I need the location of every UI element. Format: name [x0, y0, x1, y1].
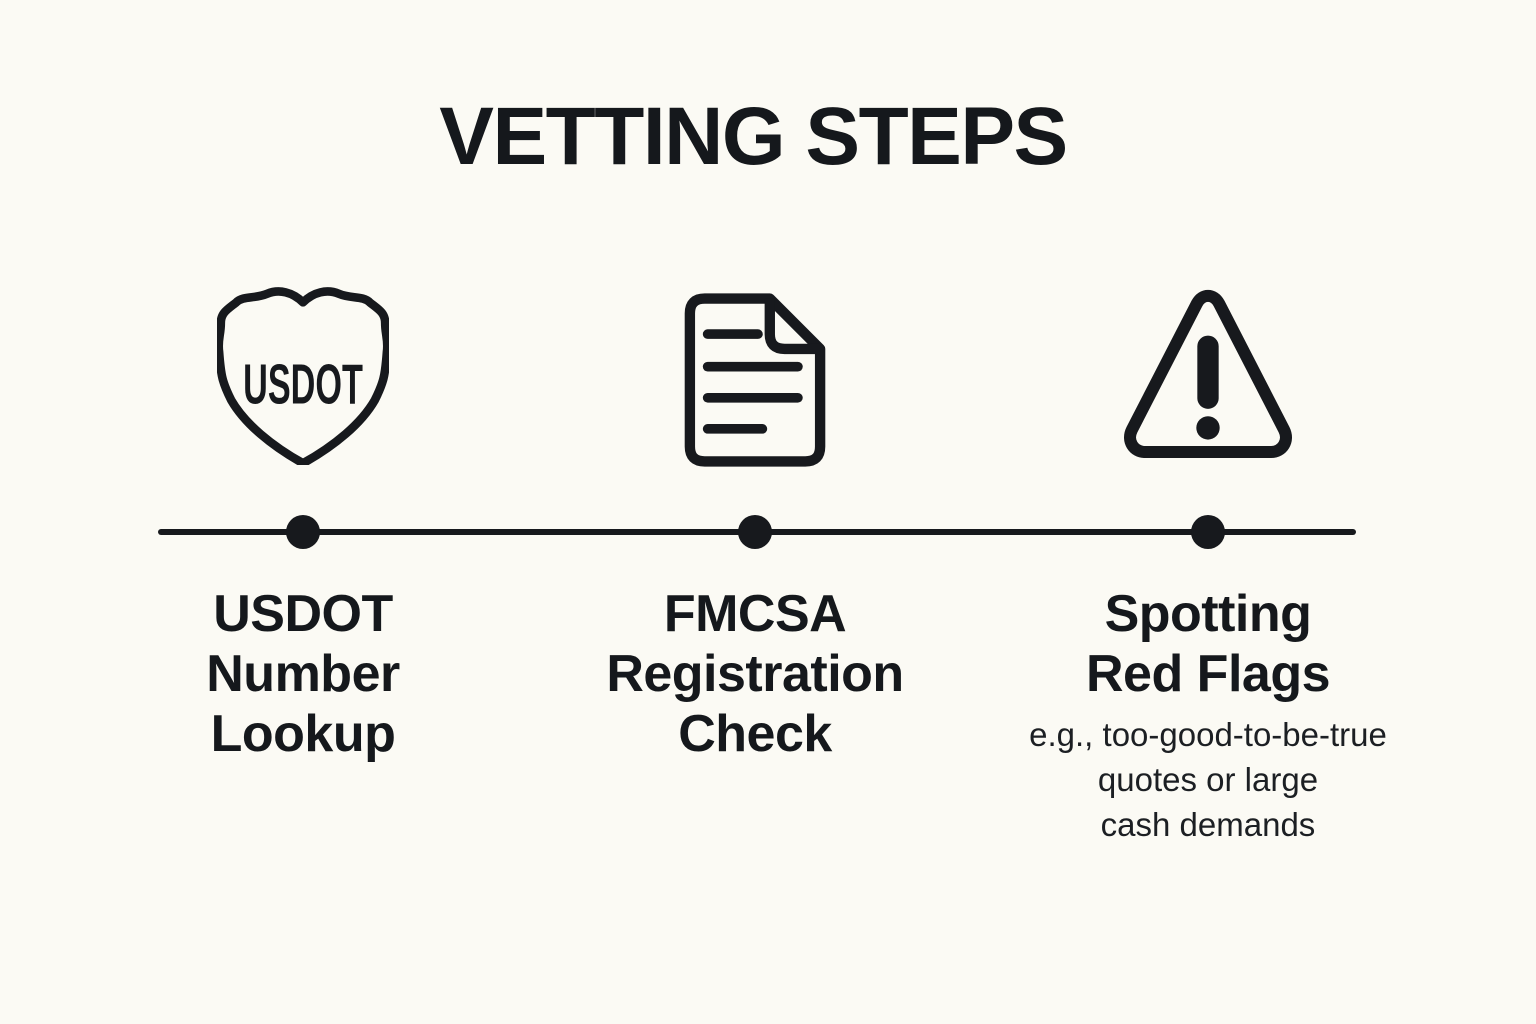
shield-badge-text: USDOT	[243, 352, 363, 415]
timeline-dot-1	[286, 515, 320, 549]
step-label: Spotting Red Flags	[1086, 585, 1331, 703]
step-fmcsa-registration-check: FMCSA Registration Check	[515, 584, 995, 764]
step-label: FMCSA Registration Check	[606, 585, 904, 763]
step-label: USDOT Number Lookup	[206, 585, 400, 763]
timeline-dot-2	[738, 515, 772, 549]
timeline-dot-3	[1191, 515, 1225, 549]
page-title: VETTING STEPS	[439, 91, 1068, 182]
step-spotting-red-flags: Spotting Red Flags e.g., too-good-to-be-…	[968, 584, 1448, 847]
step-note: e.g., too-good-to-be-true quotes or larg…	[1029, 716, 1387, 843]
usdot-shield-icon: USDOT	[217, 287, 389, 465]
step-usdot-number-lookup: USDOT Number Lookup	[63, 584, 543, 764]
warning-triangle-icon	[1115, 285, 1301, 465]
document-icon	[681, 291, 829, 469]
